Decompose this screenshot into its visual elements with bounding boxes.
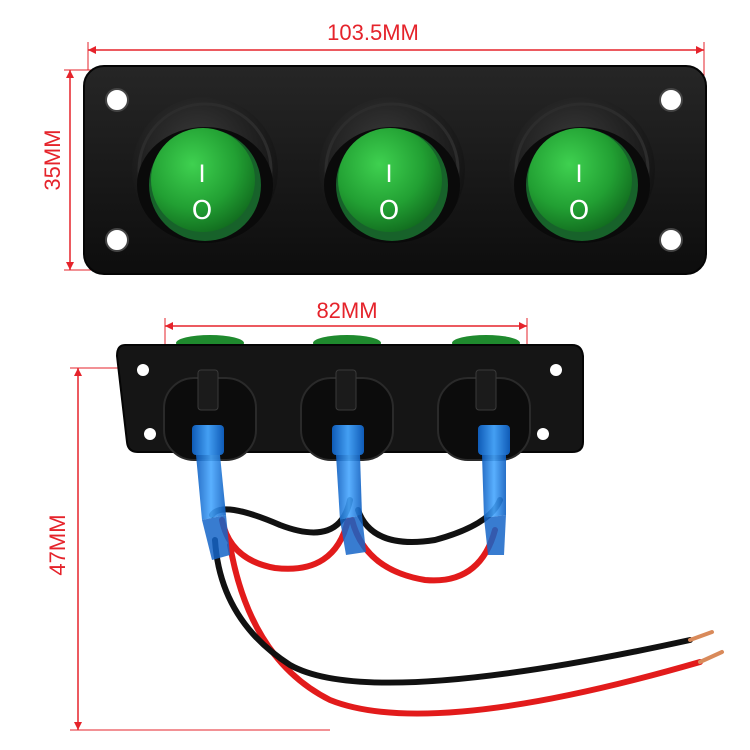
- mounting-hole: [137, 364, 149, 376]
- red-jumper-wire: [219, 517, 351, 572]
- black-jumper-wire: [355, 497, 503, 545]
- off-symbol: O: [192, 196, 212, 226]
- terminal-1: [192, 425, 230, 560]
- dimension-depth: 47MM: [45, 367, 330, 731]
- mounting-hole: [105, 228, 129, 252]
- rocker-switch-1: I O: [132, 97, 278, 243]
- black-jumper-wire: [209, 497, 353, 536]
- spacing-label: 82MM: [316, 298, 377, 323]
- terminal-2: [332, 425, 366, 555]
- dimension-width: 103.5MM: [87, 20, 705, 105]
- on-symbol: I: [385, 160, 392, 188]
- mounting-hole: [144, 428, 156, 440]
- mounting-hole: [550, 364, 562, 376]
- wiring-harness: [209, 497, 724, 717]
- copper-wire-end: [698, 650, 724, 664]
- copper-wire-end: [688, 630, 714, 642]
- mounting-hole: [537, 428, 549, 440]
- switch-back-2: [300, 369, 394, 461]
- rocker-switch-3: I O: [509, 97, 655, 243]
- on-symbol: I: [198, 160, 205, 188]
- black-lead-wire: [212, 537, 693, 686]
- off-symbol: O: [379, 196, 399, 226]
- width-label: 103.5MM: [327, 20, 419, 45]
- red-lead-wire: [227, 542, 703, 717]
- on-symbol: I: [575, 160, 582, 188]
- depth-label: 47MM: [45, 514, 70, 575]
- off-symbol: O: [569, 196, 589, 226]
- mounting-hole: [659, 228, 683, 252]
- mounting-hole: [659, 88, 683, 112]
- switch-back-housings: [163, 369, 531, 461]
- terminal-3: [478, 425, 510, 555]
- mounting-hole: [105, 88, 129, 112]
- height-label: 35MM: [40, 129, 65, 190]
- spade-terminals: [192, 425, 510, 560]
- rocker-switch-2: I O: [319, 97, 465, 243]
